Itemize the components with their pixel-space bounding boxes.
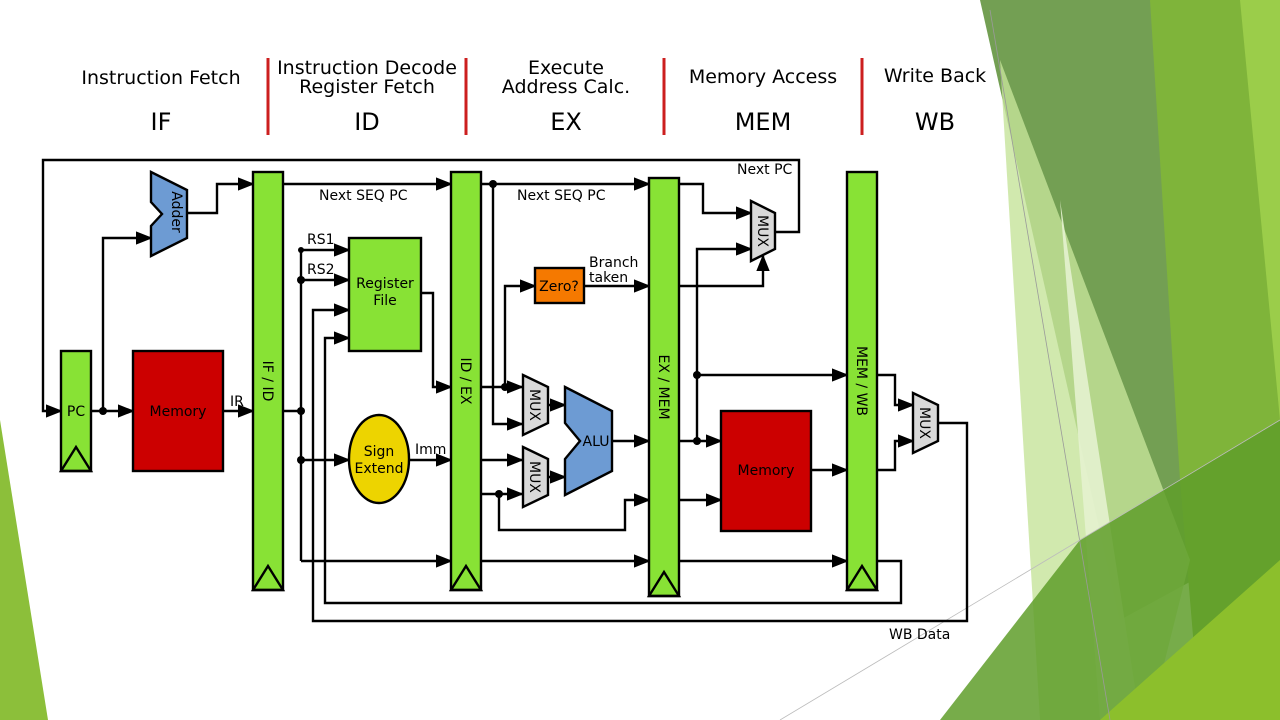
stage-mem-name: Memory Access bbox=[689, 66, 837, 88]
svg-text:Register: Register bbox=[356, 276, 414, 292]
data-memory: Memory bbox=[719, 409, 813, 533]
stage-id-name: Instruction Decode bbox=[277, 57, 457, 79]
rs1-label: RS1 bbox=[307, 232, 335, 248]
if-id-register: IF / ID bbox=[250, 170, 286, 592]
svg-text:Memory: Memory bbox=[150, 404, 207, 420]
pc-register: PC bbox=[58, 349, 94, 473]
svg-text:Zero?: Zero? bbox=[539, 279, 579, 295]
wb-data-label: WB Data bbox=[889, 627, 950, 643]
alu: ALU bbox=[563, 385, 614, 497]
wb-mux: MUX bbox=[911, 391, 940, 455]
svg-text:File: File bbox=[373, 293, 396, 309]
svg-text:EX / MEM: EX / MEM bbox=[655, 354, 671, 419]
mux-a: MUX bbox=[521, 373, 550, 437]
next-pc-mux: MUX bbox=[749, 199, 777, 263]
svg-text:Adder: Adder bbox=[168, 191, 184, 233]
stage-headers: Instruction Fetch IF Instruction Decode … bbox=[81, 57, 986, 136]
next-pc-label: Next PC bbox=[737, 162, 793, 178]
stage-id-abbr: ID bbox=[354, 108, 380, 136]
svg-text:MEM / WB: MEM / WB bbox=[853, 346, 869, 416]
svg-text:ALU: ALU bbox=[583, 434, 610, 450]
next-seq-pc-label: Next SEQ PC bbox=[517, 188, 606, 204]
stage-if-name: Instruction Fetch bbox=[81, 67, 240, 89]
stage-wb-name: Write Back bbox=[884, 65, 986, 87]
instruction-memory: Memory bbox=[131, 349, 225, 473]
zero-check: Zero? bbox=[533, 266, 586, 305]
datapath-wires bbox=[41, 158, 969, 623]
sign-extend: Sign Extend bbox=[347, 413, 411, 505]
svg-text:MUX: MUX bbox=[526, 461, 542, 493]
svg-text:ID / EX: ID / EX bbox=[457, 358, 473, 405]
imm-label: Imm bbox=[415, 442, 446, 458]
stage-ex-abbr: EX bbox=[550, 108, 582, 136]
adder: Adder bbox=[149, 170, 189, 258]
stage-mem-abbr: MEM bbox=[735, 108, 792, 136]
svg-text:MUX: MUX bbox=[526, 389, 542, 421]
svg-text:IF / ID: IF / ID bbox=[259, 361, 275, 402]
mux-b: MUX bbox=[521, 445, 550, 509]
ex-mem-register: EX / MEM bbox=[646, 176, 682, 598]
mem-wb-register: MEM / WB bbox=[844, 170, 880, 592]
register-file: Register File bbox=[347, 236, 423, 353]
id-ex-register: ID / EX bbox=[448, 170, 484, 592]
svg-text:PC: PC bbox=[67, 404, 85, 420]
branch-taken-label-line2: taken bbox=[589, 270, 628, 286]
branch-taken-label: Branch bbox=[589, 255, 638, 271]
svg-text:Extend: Extend bbox=[355, 461, 404, 477]
stage-ex-name-line2: Address Calc. bbox=[502, 76, 630, 98]
stage-ex-name: Execute bbox=[528, 57, 604, 79]
stage-if-abbr: IF bbox=[151, 108, 172, 136]
stage-wb-abbr: WB bbox=[915, 108, 955, 136]
svg-text:Sign: Sign bbox=[364, 444, 395, 460]
stage-id-name-line2: Register Fetch bbox=[299, 76, 435, 98]
svg-text:MUX: MUX bbox=[754, 215, 770, 247]
rs2-label: RS2 bbox=[307, 262, 335, 278]
svg-text:Memory: Memory bbox=[738, 463, 795, 479]
svg-text:MUX: MUX bbox=[916, 407, 932, 439]
ir-label: IR bbox=[230, 394, 244, 410]
next-seq-pc-label: Next SEQ PC bbox=[319, 188, 408, 204]
